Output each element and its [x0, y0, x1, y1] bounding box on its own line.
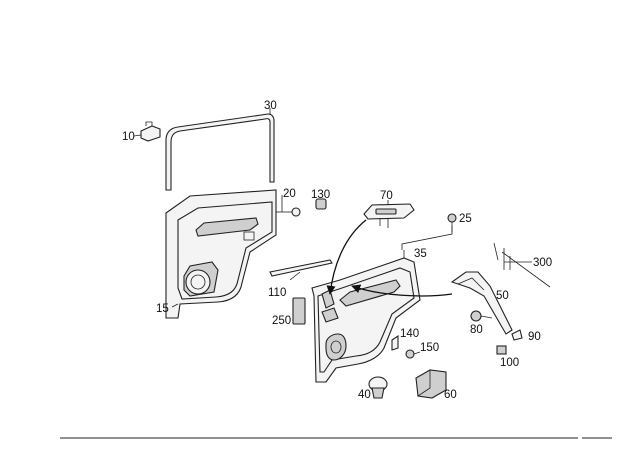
nut-part-100	[496, 345, 507, 355]
fastener-part-20	[276, 195, 301, 217]
label-30: 30	[264, 100, 277, 112]
screw-part-25	[447, 213, 457, 232]
armrest-part-50	[450, 271, 513, 335]
arrow-armrest-to-panel	[351, 284, 453, 297]
clip-part-90	[511, 329, 523, 341]
push-clip-part-40	[368, 376, 388, 399]
label-150: 150	[420, 342, 439, 354]
label-35: 35	[414, 248, 427, 260]
label-60: 60	[444, 389, 457, 401]
pad-part-250	[292, 297, 306, 325]
door-trim-panel-part-35	[311, 226, 453, 383]
label-130: 130	[311, 189, 330, 201]
trim-strip-part-300	[493, 242, 551, 288]
label-80: 80	[470, 324, 483, 336]
label-40: 40	[358, 389, 371, 401]
label-20: 20	[283, 188, 296, 200]
label-90: 90	[528, 331, 541, 343]
window-seal-part-30	[165, 108, 275, 191]
label-15: 15	[156, 303, 169, 315]
label-100: 100	[500, 357, 519, 369]
handle-bezel-part-70	[363, 200, 415, 228]
clip-part-130	[315, 198, 327, 210]
screw-part-80	[470, 310, 493, 322]
screw-part-150	[405, 349, 421, 359]
label-25: 25	[459, 213, 472, 225]
label-140: 140	[400, 328, 419, 340]
strip-part-110	[269, 259, 333, 281]
label-70: 70	[380, 190, 393, 202]
label-10: 10	[122, 131, 135, 143]
label-250: 250	[272, 315, 291, 327]
label-110: 110	[268, 287, 286, 299]
clip-part-10	[133, 121, 161, 142]
switch-part-60	[415, 369, 447, 399]
clip-part-140	[391, 334, 399, 351]
label-50: 50	[496, 290, 509, 302]
label-300: 300	[533, 257, 552, 269]
arrow-handle-to-panel	[326, 219, 367, 295]
door-trim-panel-part-15	[165, 189, 277, 319]
